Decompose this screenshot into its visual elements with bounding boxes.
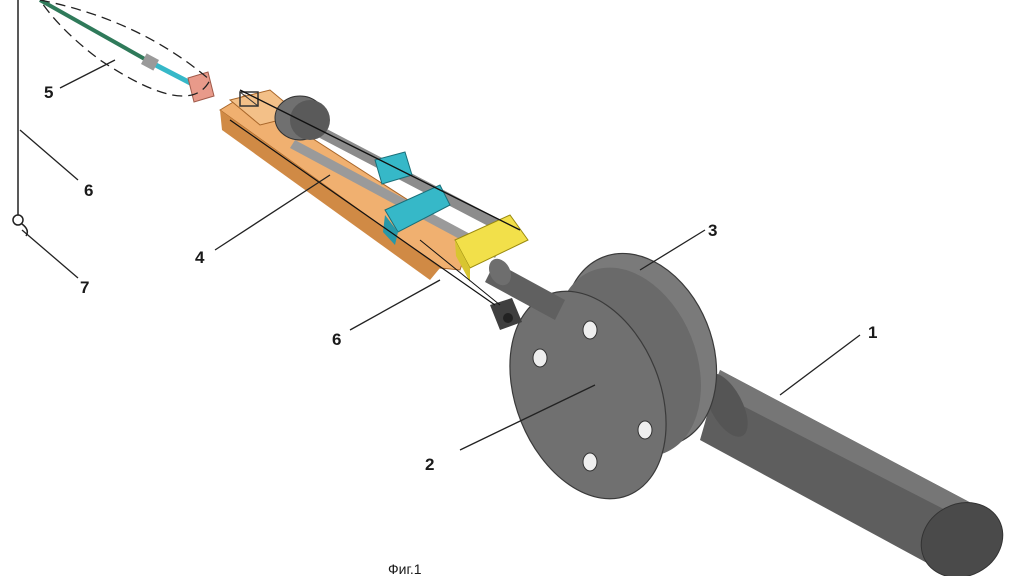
label-1: 1	[868, 323, 877, 342]
arm-drum	[274, 95, 330, 141]
label-3: 3	[708, 221, 717, 240]
hook-icon	[12, 214, 29, 237]
label-5: 5	[44, 83, 53, 102]
label-4: 4	[195, 248, 205, 267]
label-6-lower: 6	[332, 330, 341, 349]
label-2: 2	[425, 455, 434, 474]
figure-caption: Фиг.1	[388, 561, 422, 576]
line-guide-bracket	[490, 298, 522, 330]
clamp-large	[383, 184, 451, 245]
handle	[700, 370, 1004, 576]
clamp-small	[374, 151, 413, 185]
label-7: 7	[80, 278, 89, 297]
rod-tip	[39, 0, 215, 103]
yellow-block	[454, 214, 529, 282]
shaft	[485, 258, 565, 320]
leader-lines	[19, 59, 861, 451]
fishing-line	[229, 89, 521, 306]
label-6-upper: 6	[84, 181, 93, 200]
